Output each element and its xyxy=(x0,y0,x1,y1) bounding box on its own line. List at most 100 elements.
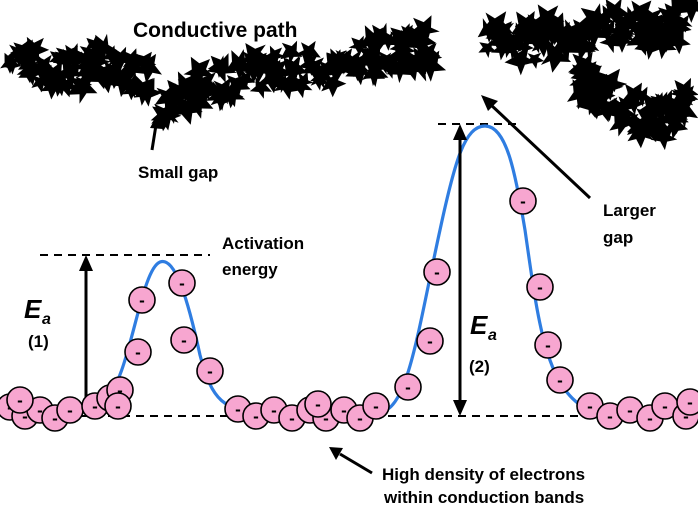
conductive-particle xyxy=(669,17,692,40)
electron-sign: - xyxy=(627,401,633,420)
conductive-particle xyxy=(0,52,21,74)
electron: - xyxy=(416,327,444,355)
conductive-particle xyxy=(614,103,632,122)
conductive-particle xyxy=(570,59,602,90)
conductive-particle xyxy=(408,15,440,45)
conductive-particle xyxy=(643,123,663,143)
conductive-particle xyxy=(133,77,163,107)
electron-sign: - xyxy=(357,409,363,428)
conductive-particle xyxy=(567,33,596,62)
electron-sign: - xyxy=(17,391,23,410)
conductive-particle xyxy=(362,58,389,87)
ea1-arrow xyxy=(79,255,93,410)
electron: - xyxy=(509,187,537,215)
conductive-particle xyxy=(580,64,609,93)
conductive-particle xyxy=(76,57,107,86)
conductive-particle xyxy=(83,49,112,76)
conductive-particle xyxy=(644,110,673,142)
electron: - xyxy=(128,286,156,314)
conductive-particle xyxy=(61,43,87,69)
conductive-particle xyxy=(249,76,272,99)
conductive-particle xyxy=(150,102,182,131)
electron-sign: - xyxy=(323,409,329,428)
conductive-particle xyxy=(40,70,62,91)
conductive-particle xyxy=(593,9,616,31)
ea1-symbol: E xyxy=(24,294,42,324)
electron-sign: - xyxy=(135,343,141,362)
ea2-number: (2) xyxy=(469,357,490,376)
conductive-particle xyxy=(327,60,349,82)
conductive-particle xyxy=(673,84,698,110)
conductive-particle xyxy=(654,6,685,33)
electron-sign: - xyxy=(271,401,277,420)
conductive-particle xyxy=(625,0,656,29)
electron: - xyxy=(196,357,224,385)
electron: - xyxy=(6,386,34,414)
conductive-particle xyxy=(169,93,203,125)
conductive-particle xyxy=(417,41,441,65)
ea2-subscript: a xyxy=(488,327,497,344)
conductive-particle xyxy=(675,0,698,23)
activation-label-line1: Activation xyxy=(222,234,304,253)
conductive-particle xyxy=(191,72,220,101)
electron-sign: - xyxy=(67,401,73,420)
electron-sign: - xyxy=(662,397,668,416)
electron-sign: - xyxy=(434,263,440,282)
conductive-particle xyxy=(321,71,347,98)
electron: - xyxy=(526,273,554,301)
conductive-particle xyxy=(362,42,384,62)
conductive-particle xyxy=(478,39,497,58)
electron-sign: - xyxy=(373,397,379,416)
electron: - xyxy=(676,388,698,416)
electron-sign: - xyxy=(315,395,321,414)
conductive-particle xyxy=(235,69,256,90)
conductive-particle xyxy=(627,112,656,142)
electron: - xyxy=(56,396,84,424)
conductive-particle xyxy=(67,58,84,76)
conductive-particle xyxy=(579,88,613,120)
conductive-particle xyxy=(262,57,293,89)
conductive-particle xyxy=(414,50,447,82)
electron-sign: - xyxy=(115,397,121,416)
conductive-particle xyxy=(637,6,668,36)
electron-sign: - xyxy=(520,192,526,211)
electron-sign: - xyxy=(117,381,123,400)
electron: - xyxy=(104,392,132,420)
conductive-particle xyxy=(85,35,102,54)
electron-sign: - xyxy=(537,278,543,297)
electron: - xyxy=(546,366,574,394)
electron-sign: - xyxy=(253,407,259,426)
conductive-particle xyxy=(477,17,501,43)
conductive-particle xyxy=(612,9,640,38)
larger-gap-pointer xyxy=(481,95,592,200)
conductive-particle xyxy=(525,52,545,69)
conductive-particle xyxy=(550,27,583,62)
conductive-particle xyxy=(634,32,665,60)
conductive-particle xyxy=(348,35,369,56)
conductive-particle xyxy=(621,6,644,30)
electron-sign: - xyxy=(22,407,28,426)
conductive-particle xyxy=(656,105,689,134)
conductive-path-particles xyxy=(0,0,698,151)
conductive-particle xyxy=(89,33,118,63)
conductive-particle xyxy=(577,3,611,36)
electron-sign: - xyxy=(647,409,653,428)
ea1-number: (1) xyxy=(28,332,49,351)
electron-sign: - xyxy=(289,409,295,428)
conductive-particle xyxy=(632,86,653,107)
electron: - xyxy=(423,258,451,286)
conductive-particle xyxy=(158,95,187,124)
conductive-particle xyxy=(101,45,122,66)
small-gap-pointer xyxy=(150,113,163,151)
conductive-particle xyxy=(504,45,536,76)
electron-sign: - xyxy=(181,331,187,350)
electron-sign: - xyxy=(405,378,411,397)
conductive-particle xyxy=(273,70,302,100)
conductive-particle xyxy=(662,2,682,23)
electron-sign: - xyxy=(683,407,689,426)
conductive-particle xyxy=(491,21,516,47)
larger-gap-label-line2: gap xyxy=(603,228,633,247)
electron-sign: - xyxy=(545,336,551,355)
electron: - xyxy=(394,373,422,401)
